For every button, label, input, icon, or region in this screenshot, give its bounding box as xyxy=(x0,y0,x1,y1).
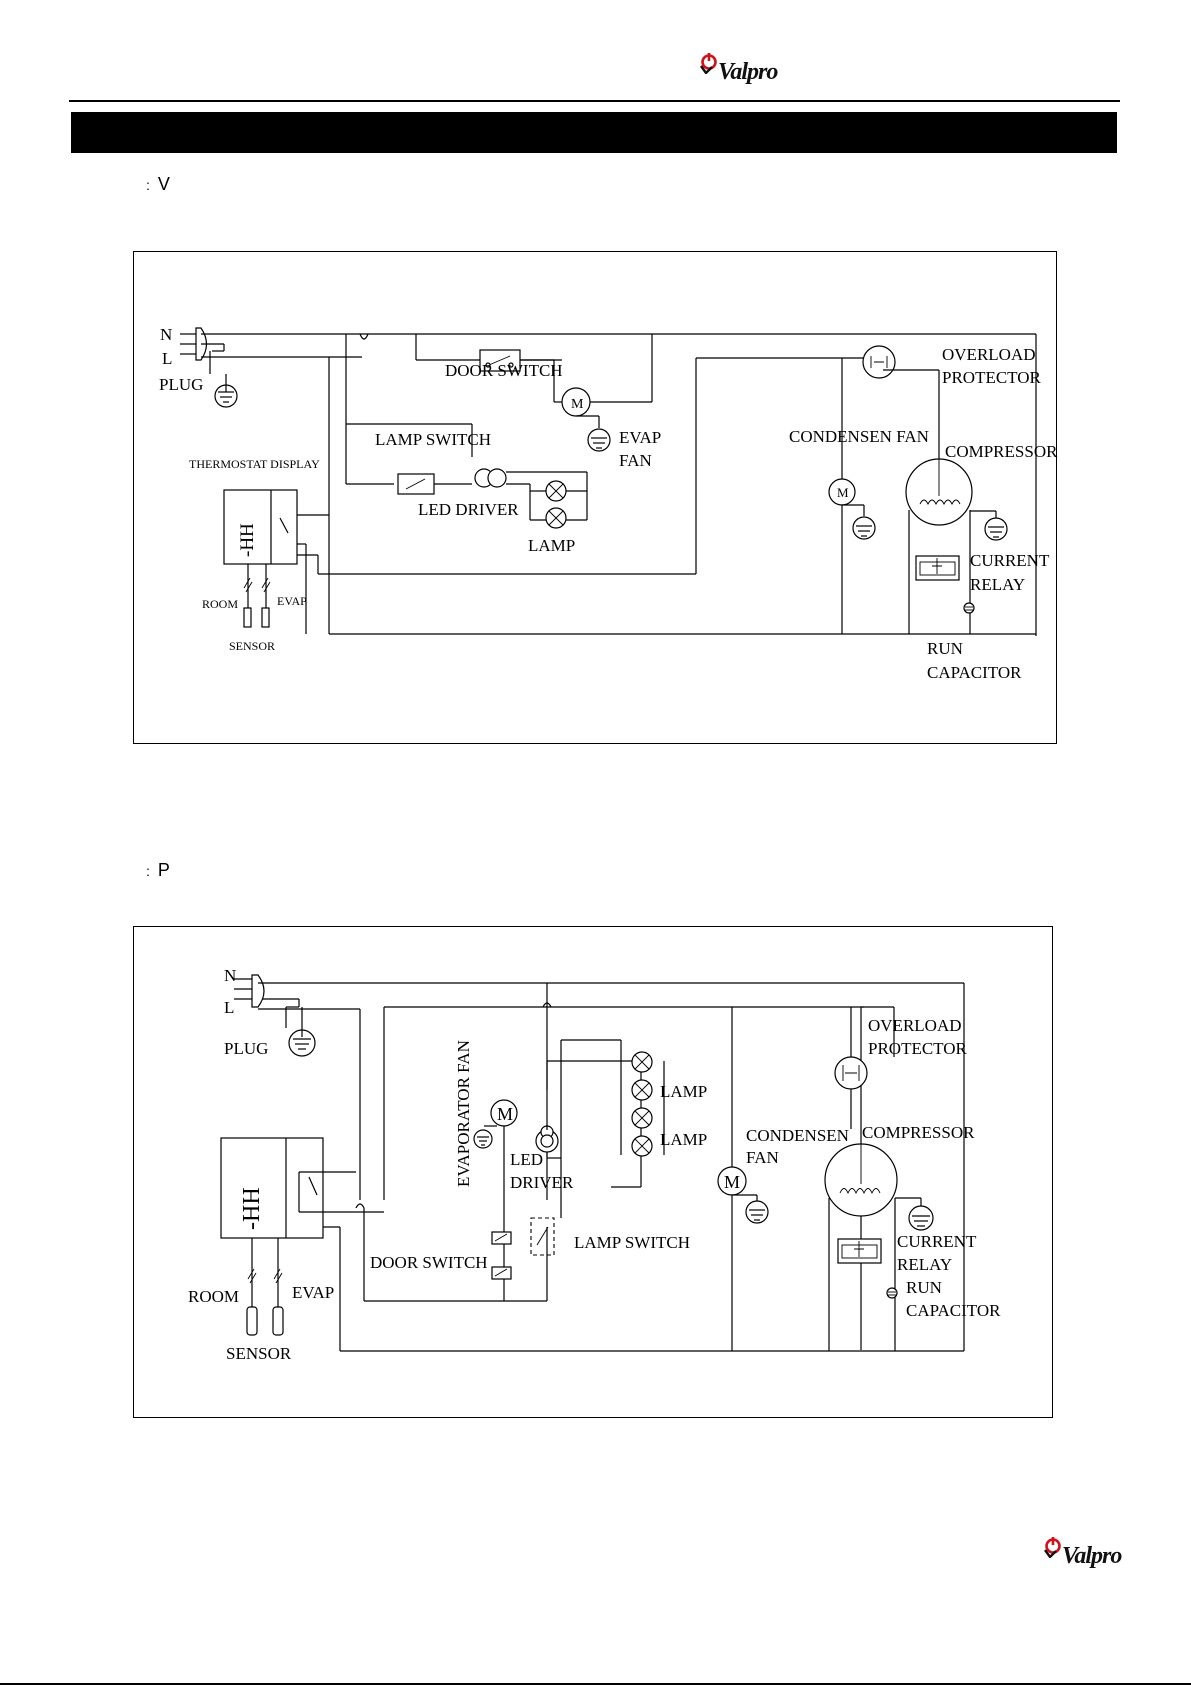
label-compressor: COMPRESSOR xyxy=(862,1123,975,1142)
ground-icon xyxy=(852,516,876,540)
footer-rule xyxy=(0,1683,1191,1685)
ground-icon xyxy=(745,1200,769,1224)
ground-icon xyxy=(214,374,238,408)
label-lamp-switch: LAMP SWITCH xyxy=(574,1233,690,1252)
wiring-diagram-1-svg: N L PLUG M DOOR SWITCH EVAP F xyxy=(159,325,1058,682)
label-l: L xyxy=(162,349,172,368)
label-overload: OVERLOAD xyxy=(868,1016,962,1035)
label-n: N xyxy=(160,325,172,344)
caption-text: V xyxy=(157,174,170,194)
label-current: CURRENT xyxy=(897,1232,977,1251)
label-sensor: SENSOR xyxy=(229,639,275,653)
sensor-evap xyxy=(261,564,271,628)
current-relay-symbol xyxy=(915,555,960,581)
caption-text: P xyxy=(157,860,170,880)
lamp-icon xyxy=(631,1051,653,1073)
label-room: ROOM xyxy=(188,1287,239,1306)
label-relay: RELAY xyxy=(970,575,1025,594)
ground-icon xyxy=(908,1205,934,1231)
label-driver: DRIVER xyxy=(510,1173,574,1192)
label-lamp-1: LAMP xyxy=(660,1082,707,1101)
section-title-bar xyxy=(71,112,1117,153)
label-relay: RELAY xyxy=(897,1255,952,1274)
wiring-diagram-1: N L PLUG M DOOR SWITCH EVAP F xyxy=(133,251,1058,744)
label-current: CURRENT xyxy=(970,551,1050,570)
label-led-driver: LED DRIVER xyxy=(418,500,519,519)
ground-icon xyxy=(288,1007,316,1057)
motor-label: M xyxy=(497,1104,513,1124)
condenser-motor-label: M xyxy=(837,485,849,500)
plug-symbol xyxy=(234,974,265,1008)
lamp-icon xyxy=(631,1107,653,1129)
label-sensor-evap: EVAP xyxy=(292,1283,334,1302)
lamp-icon xyxy=(631,1079,653,1101)
label-sensor: SENSOR xyxy=(226,1344,292,1363)
sensor-room xyxy=(246,1238,258,1336)
label-compressor: COMPRESSOR xyxy=(945,442,1058,461)
ground-icon xyxy=(473,1129,493,1149)
brand-logo-footer: Valpro xyxy=(1044,1536,1122,1569)
brand-name: Valpro xyxy=(1062,1543,1122,1569)
label-condensen: CONDENSEN xyxy=(746,1126,849,1145)
label-door-switch: DOOR SWITCH xyxy=(370,1253,488,1272)
caption-bullet: : xyxy=(146,863,150,879)
label-evap: EVAP xyxy=(619,428,661,447)
label-capacitor: CAPACITOR xyxy=(927,663,1022,682)
wiring-diagram-2: N L PLUG -HH xyxy=(133,926,1053,1418)
label-led: LED xyxy=(510,1150,543,1169)
condenser-motor-label: M xyxy=(724,1172,740,1192)
door-switch-symbol xyxy=(491,1200,512,1301)
label-lamp: LAMP xyxy=(528,536,575,555)
power-icon xyxy=(700,53,717,74)
label-capacitor: CAPACITOR xyxy=(906,1301,1001,1320)
brand-name: Valpro xyxy=(718,59,778,85)
run-capacitor-symbol xyxy=(886,1287,898,1299)
sensor-room xyxy=(243,564,253,628)
ground-icon xyxy=(587,428,611,452)
lamp-icon xyxy=(545,507,567,529)
label-fan: FAN xyxy=(619,451,652,470)
plug-symbol xyxy=(180,327,225,374)
run-capacitor-symbol xyxy=(963,602,975,614)
sensor-evap xyxy=(272,1238,284,1336)
motor-label: M xyxy=(571,397,584,412)
label-plug: PLUG xyxy=(159,375,203,394)
power-icon xyxy=(1044,1537,1061,1558)
label-lamp-2: LAMP xyxy=(660,1130,707,1149)
label-protector: PROTECTOR xyxy=(942,368,1042,387)
label-door-switch: DOOR SWITCH xyxy=(445,361,563,380)
caption-diagram-1: :V xyxy=(146,174,170,195)
label-sensor-evap: EVAP xyxy=(277,594,307,608)
wiring-diagram-2-svg: N L PLUG -HH xyxy=(188,966,1001,1363)
label-n: N xyxy=(224,966,236,985)
caption-bullet: : xyxy=(146,177,150,193)
label-run: RUN xyxy=(906,1278,942,1297)
label-run: RUN xyxy=(927,639,963,658)
label-room: ROOM xyxy=(202,597,238,611)
label-protector: PROTECTOR xyxy=(868,1039,968,1058)
current-relay-symbol xyxy=(837,1238,882,1264)
ground-icon xyxy=(984,517,1008,541)
display-digits: -HH xyxy=(239,1187,265,1230)
lamp-icon xyxy=(631,1135,653,1157)
brand-logo: Valpro xyxy=(700,52,778,85)
label-overload: OVERLOAD xyxy=(942,345,1036,364)
thermostat-display xyxy=(223,489,298,565)
label-evaporator-fan: EVAPORATOR FAN xyxy=(454,1040,473,1187)
label-plug: PLUG xyxy=(224,1039,268,1058)
caption-diagram-2: :P xyxy=(146,860,170,881)
label-lamp-switch: LAMP SWITCH xyxy=(375,430,491,449)
display-digits: -HH xyxy=(237,523,258,557)
label-thermostat-display: THERMOSTAT DISPLAY xyxy=(189,457,320,471)
label-condensen-fan: FAN xyxy=(746,1148,779,1167)
label-l: L xyxy=(224,998,234,1017)
thermostat-display xyxy=(220,1137,324,1239)
lamp-icon xyxy=(545,480,567,502)
lamp-switch-symbol xyxy=(530,1217,555,1256)
header-rule xyxy=(69,100,1120,102)
label-condensen-fan: CONDENSEN FAN xyxy=(789,427,929,446)
